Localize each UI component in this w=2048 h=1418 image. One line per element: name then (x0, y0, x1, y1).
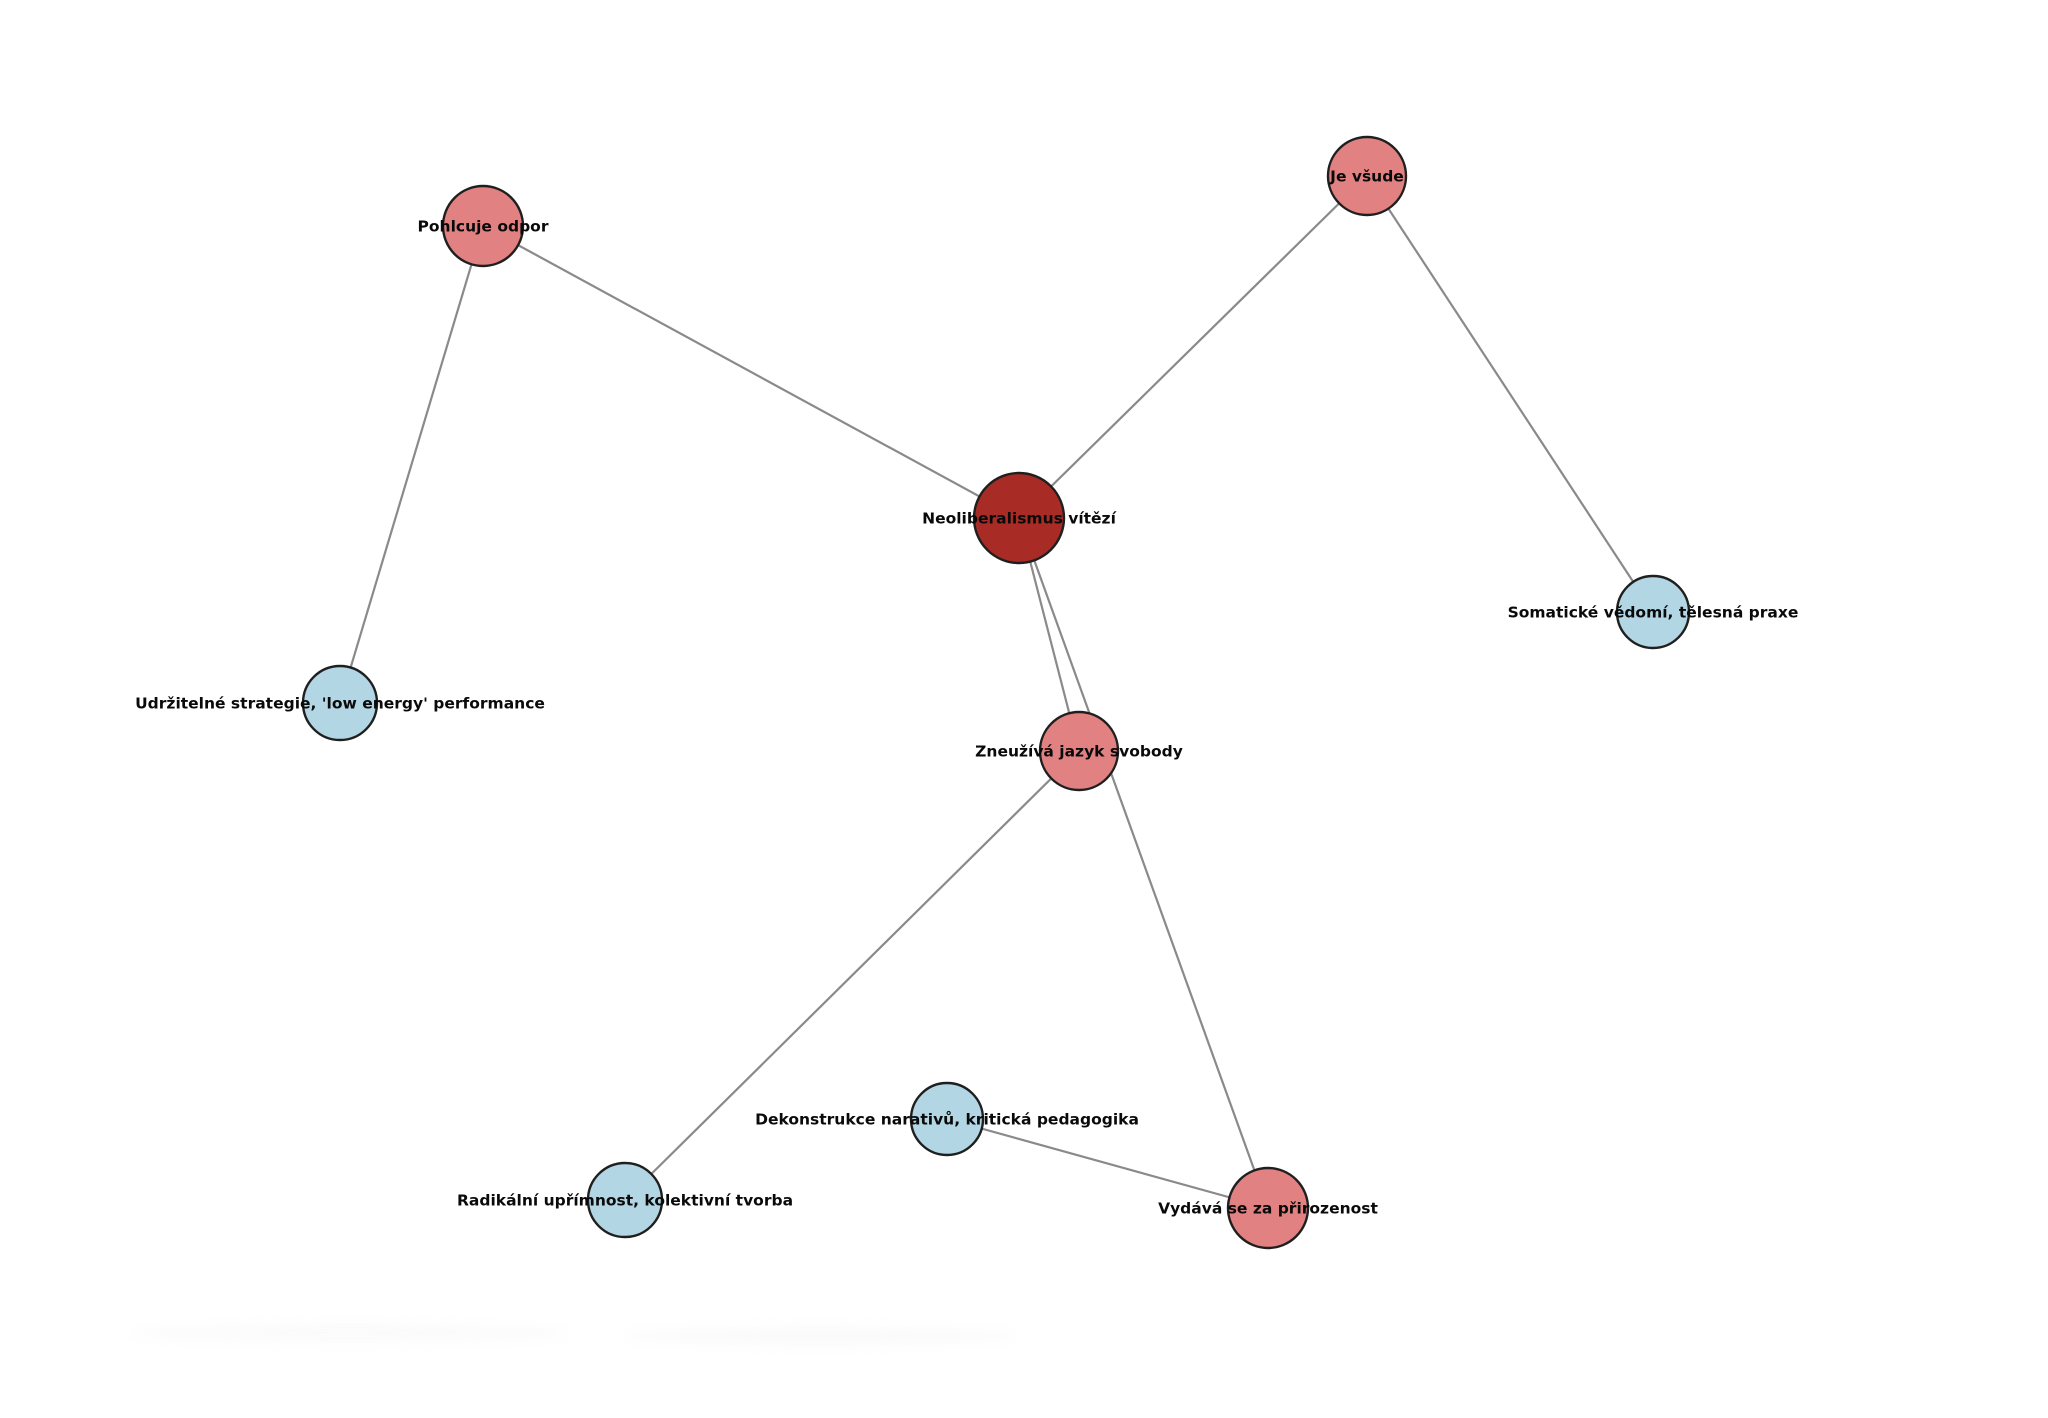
node-somaticke-vedomi[interactable] (1615, 574, 1691, 650)
edge-pohlcuje-odpor--neoliberalismus-vitezi (482, 225, 1020, 519)
edge-je-vsude--somaticke-vedomi (1366, 175, 1654, 613)
background-smudge-left (130, 1325, 570, 1341)
edge-neoliberalismus-vitezi--vydava-se-za-prirozenost (1017, 517, 1270, 1209)
edge-zneuziva-jazyk-svobody--radikalni-uprimnost (624, 750, 1080, 1201)
edge-dekonstrukce-narativu--vydava-se-za-prirozenost (946, 1117, 1269, 1210)
node-vydava-se-za-prirozenost[interactable] (1226, 1166, 1310, 1250)
node-udrzitelne-strategie[interactable] (301, 664, 379, 742)
node-radikalni-uprimnost[interactable] (586, 1161, 664, 1239)
nodes-layer (301, 135, 1691, 1250)
node-dekonstrukce-narativu[interactable] (909, 1081, 985, 1157)
node-zneuziva-jazyk-svobody[interactable] (1038, 710, 1120, 792)
edge-pohlcuje-odpor--udrzitelne-strategie (338, 225, 485, 704)
node-pohlcuje-odpor[interactable] (441, 184, 525, 268)
node-neoliberalismus-vitezi[interactable] (972, 471, 1066, 565)
edge-je-vsude--neoliberalismus-vitezi (1018, 175, 1368, 519)
node-je-vsude[interactable] (1326, 135, 1408, 217)
background-smudge-right (625, 1327, 1015, 1345)
edges-layer (338, 175, 1654, 1210)
